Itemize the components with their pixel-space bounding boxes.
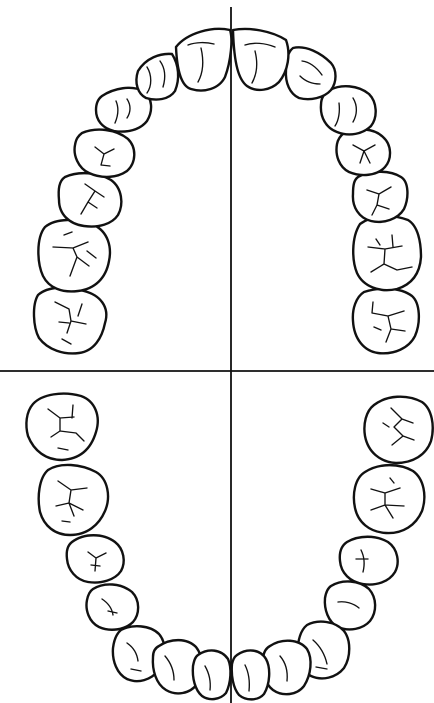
lower-right-first-molar [340, 537, 398, 585]
lower-left-second-molar [39, 465, 108, 535]
lower-left-second-premolar [87, 584, 139, 629]
upper-right-third-molar [353, 289, 419, 354]
upper-right-central-incisor [233, 29, 288, 90]
lower-left-first-molar [67, 535, 124, 582]
upper-left-second-molar [38, 220, 110, 291]
lower-left-central-incisor [193, 650, 231, 699]
lower-right-third-molar [364, 397, 432, 463]
upper-right-second-molar [353, 216, 421, 290]
upper-left-second-premolar [75, 130, 135, 177]
upper-left-first-molar [59, 173, 122, 226]
upper-right-first-molar [353, 172, 408, 222]
lower-left-third-molar [26, 394, 97, 460]
upper-right-second-premolar [337, 129, 391, 175]
lower-right-second-molar [354, 465, 424, 533]
upper-left-third-molar [34, 288, 106, 354]
lower-right-central-incisor [232, 650, 269, 699]
upper-left-central-incisor [176, 29, 231, 91]
